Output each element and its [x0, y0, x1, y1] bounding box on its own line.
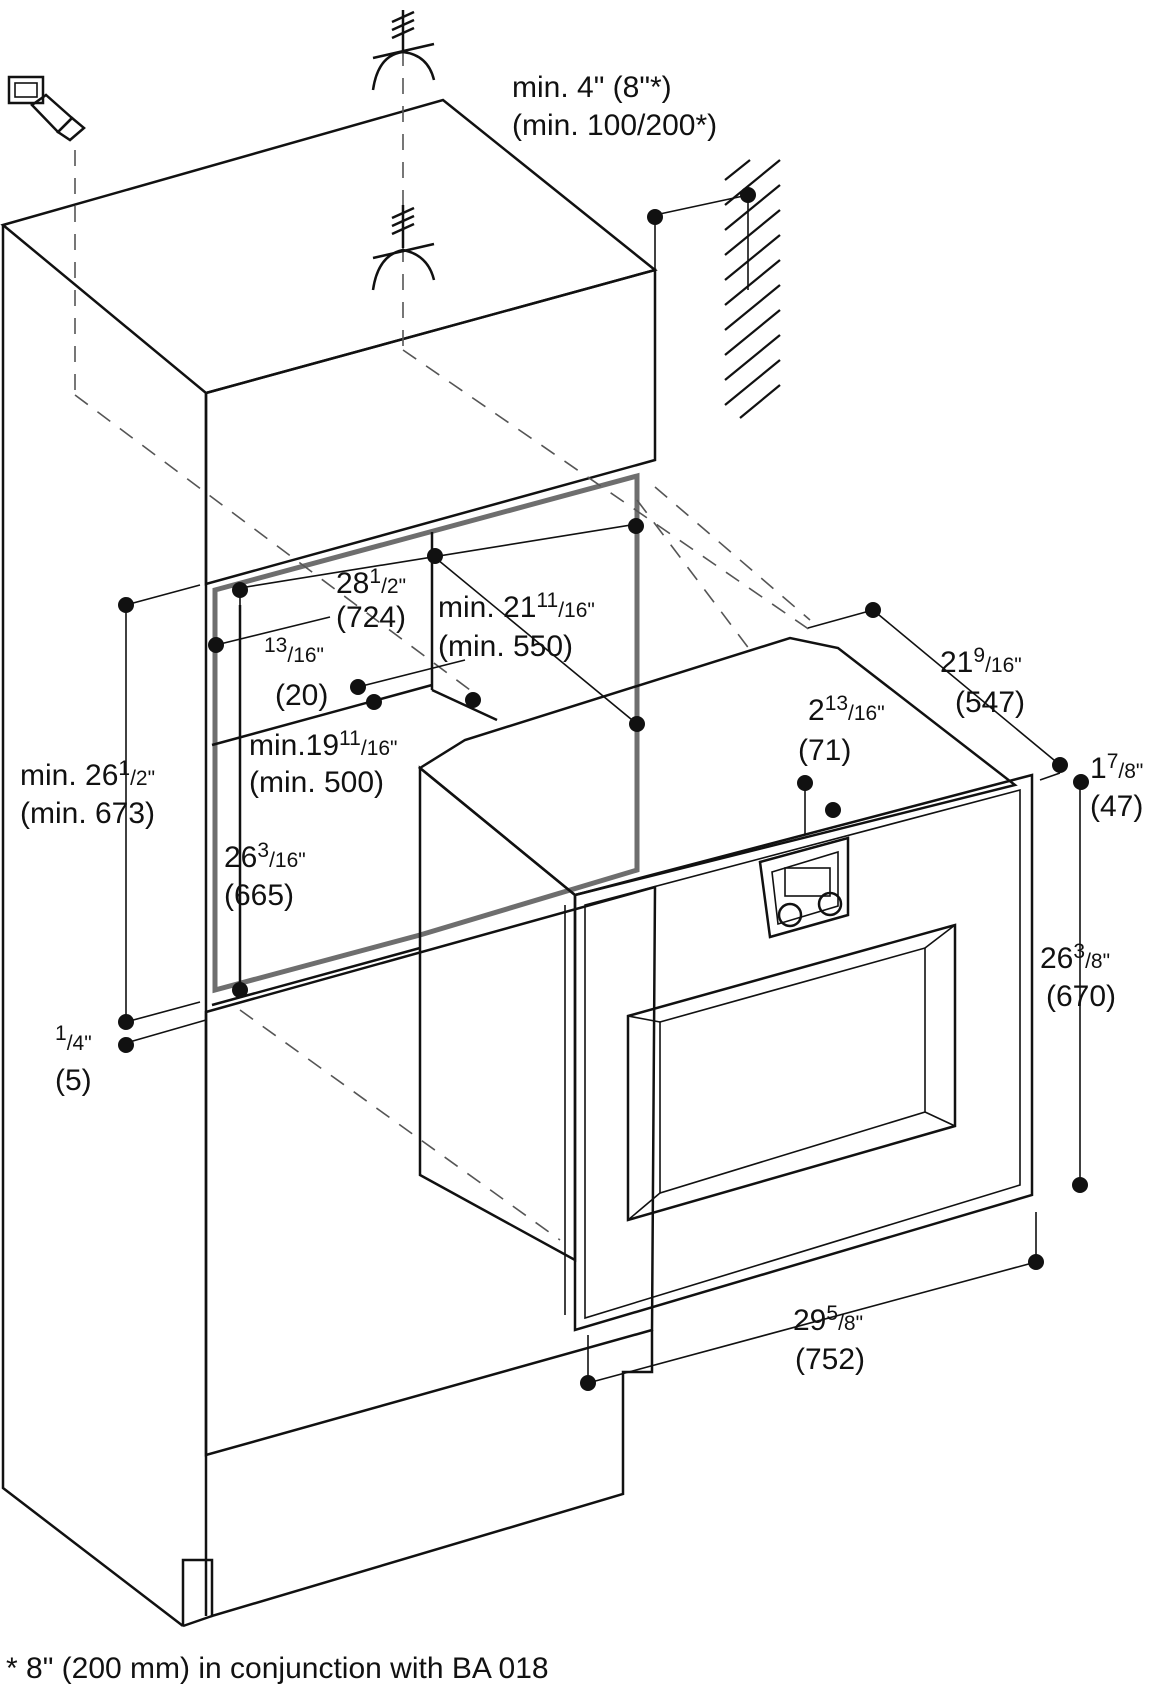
dashed-guides [74, 50, 811, 1241]
power-supply-icon [371, 10, 436, 91]
label-depth-min-in: min. 2111/16" [438, 589, 595, 624]
label-appliance-width-in: 295/8" [793, 1302, 863, 1337]
label-inner-height-mm: (665) [224, 879, 294, 912]
dimension-points [118, 187, 1089, 1391]
label-side-offset-mm: (20) [275, 679, 328, 712]
label-appliance-height-mm: (670) [1046, 980, 1116, 1013]
label-appliance-width-mm: (752) [795, 1343, 865, 1376]
footnote: * 8" (200 mm) in conjunction with BA 018 [6, 1652, 549, 1685]
label-floor-depth-mm: (min. 500) [249, 766, 384, 799]
label-side-offset-in: 13/16" [264, 634, 324, 667]
label-gap-in: 1/4" [55, 1022, 92, 1055]
label-panel-offset-mm: (71) [798, 734, 851, 767]
label-top-clearance-mm: (min. 100/200*) [512, 109, 717, 142]
label-opening-width-mm: (724) [336, 601, 406, 634]
label-top-clearance-in: min. 4" (8"*) [512, 71, 672, 104]
niche-opening [211, 472, 640, 1007]
label-niche-height-mm: (min. 673) [20, 797, 155, 830]
label-floor-depth-in: min.1911/16" [249, 727, 398, 762]
label-inner-height-in: 263/16" [224, 839, 306, 874]
power-supply-icon [371, 205, 436, 291]
ethernet-plug-icon [30, 93, 86, 142]
label-opening-width-in: 281/2" [336, 565, 406, 600]
label-appliance-depth-in: 219/16" [940, 644, 1022, 679]
label-depth-min-mm: (min. 550) [438, 630, 573, 663]
dimension-labels: min. 4" (8"*) (min. 100/200*) 281/2" (72… [20, 71, 1143, 1376]
label-niche-height-in: min. 261/2" [20, 757, 155, 792]
label-appliance-depth-mm: (547) [955, 686, 1025, 719]
cabinet [0, 98, 658, 1628]
dimension-lines [125, 194, 1081, 1384]
label-appliance-height-in: 263/8" [1040, 940, 1110, 975]
label-door-thickness-mm: (47) [1090, 790, 1143, 823]
appliance [417, 636, 1034, 1332]
label-panel-offset-in: 213/16" [808, 692, 885, 727]
network-socket-icon [7, 75, 45, 105]
label-gap-mm: (5) [55, 1064, 92, 1097]
label-door-thickness-in: 17/8" [1090, 750, 1143, 785]
